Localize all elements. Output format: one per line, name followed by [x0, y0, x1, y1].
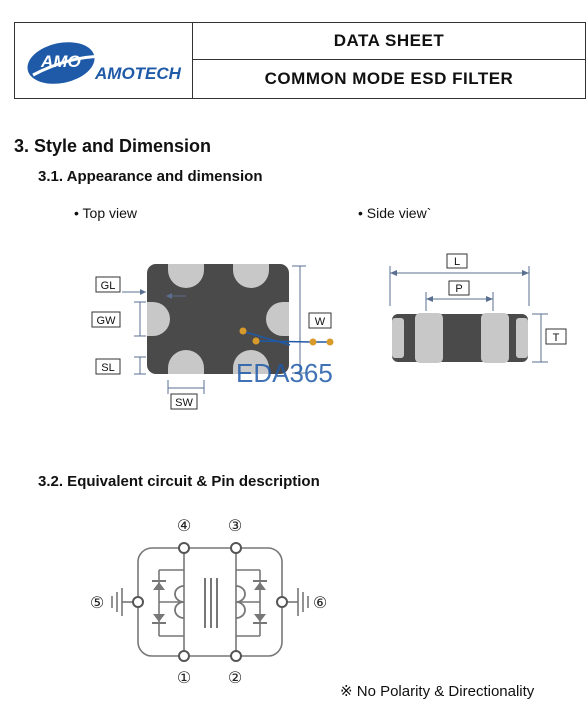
amotech-logo-icon: AMO AMOTECH: [27, 42, 182, 84]
pin-node-4: [178, 542, 190, 554]
chip-body: [147, 264, 289, 374]
terminal-top-left: [168, 264, 204, 288]
terminal-top-right: [233, 264, 269, 288]
pin-label-6: ⑥: [313, 593, 327, 612]
side-chip-body: [392, 314, 528, 362]
pin-label-5: ⑤: [90, 593, 104, 612]
dim-sl-label: SL: [101, 362, 114, 374]
watermark-text: EDA365: [236, 358, 333, 388]
section-title: 3. Style and Dimension: [14, 136, 212, 156]
terminal-bottom-right: [233, 350, 269, 374]
tvs-diodes: [152, 580, 267, 624]
pin-node-5: [132, 596, 144, 608]
watermark-logo: EDA365: [236, 327, 334, 388]
document-header: AMO AMOTECH DATA SHEET COMMON MODE ESD F…: [14, 22, 586, 99]
pin-node-2: [230, 650, 242, 662]
side-end-terminal-right: [516, 318, 528, 358]
pin-node-3: [230, 542, 242, 554]
logo-badge-text: AMO: [40, 52, 81, 71]
terminal-right: [266, 302, 289, 336]
side-end-terminal-left: [392, 318, 404, 358]
dim-gw-label: GW: [97, 315, 117, 327]
subsection-circuit-title: 3.2. Equivalent circuit & Pin descriptio…: [38, 473, 320, 490]
dim-gl-label: GL: [101, 280, 116, 292]
pin-label-1: ①: [177, 668, 191, 687]
pin-label-4: ④: [177, 516, 191, 535]
subsection-appearance-title: 3.1. Appearance and dimension: [38, 168, 263, 185]
pin-label-2: ②: [228, 668, 242, 687]
logo-name-text: AMOTECH: [94, 64, 182, 83]
doc-title: DATA SHEET: [193, 23, 585, 60]
terminal-left: [147, 302, 170, 336]
pin-node-1: [178, 650, 190, 662]
dim-sw-label: SW: [175, 397, 193, 409]
side-terminal-right: [481, 313, 509, 363]
side-terminal-left: [415, 313, 443, 363]
polarity-note: ※ No Polarity & Directionality: [340, 683, 535, 700]
terminal-bottom-left: [168, 350, 204, 374]
dim-l-label: L: [454, 256, 460, 268]
dim-p-label: P: [455, 283, 462, 295]
pin-node-6: [276, 596, 288, 608]
side-view-label: • Side view`: [358, 205, 432, 221]
dim-t-label: T: [553, 332, 560, 344]
top-view-label: • Top view: [74, 205, 138, 221]
doc-subtitle: COMMON MODE ESD FILTER: [264, 69, 514, 88]
dim-w-label: W: [315, 316, 326, 328]
pin-label-3: ③: [228, 516, 242, 535]
company-logo: AMO AMOTECH: [15, 23, 193, 98]
